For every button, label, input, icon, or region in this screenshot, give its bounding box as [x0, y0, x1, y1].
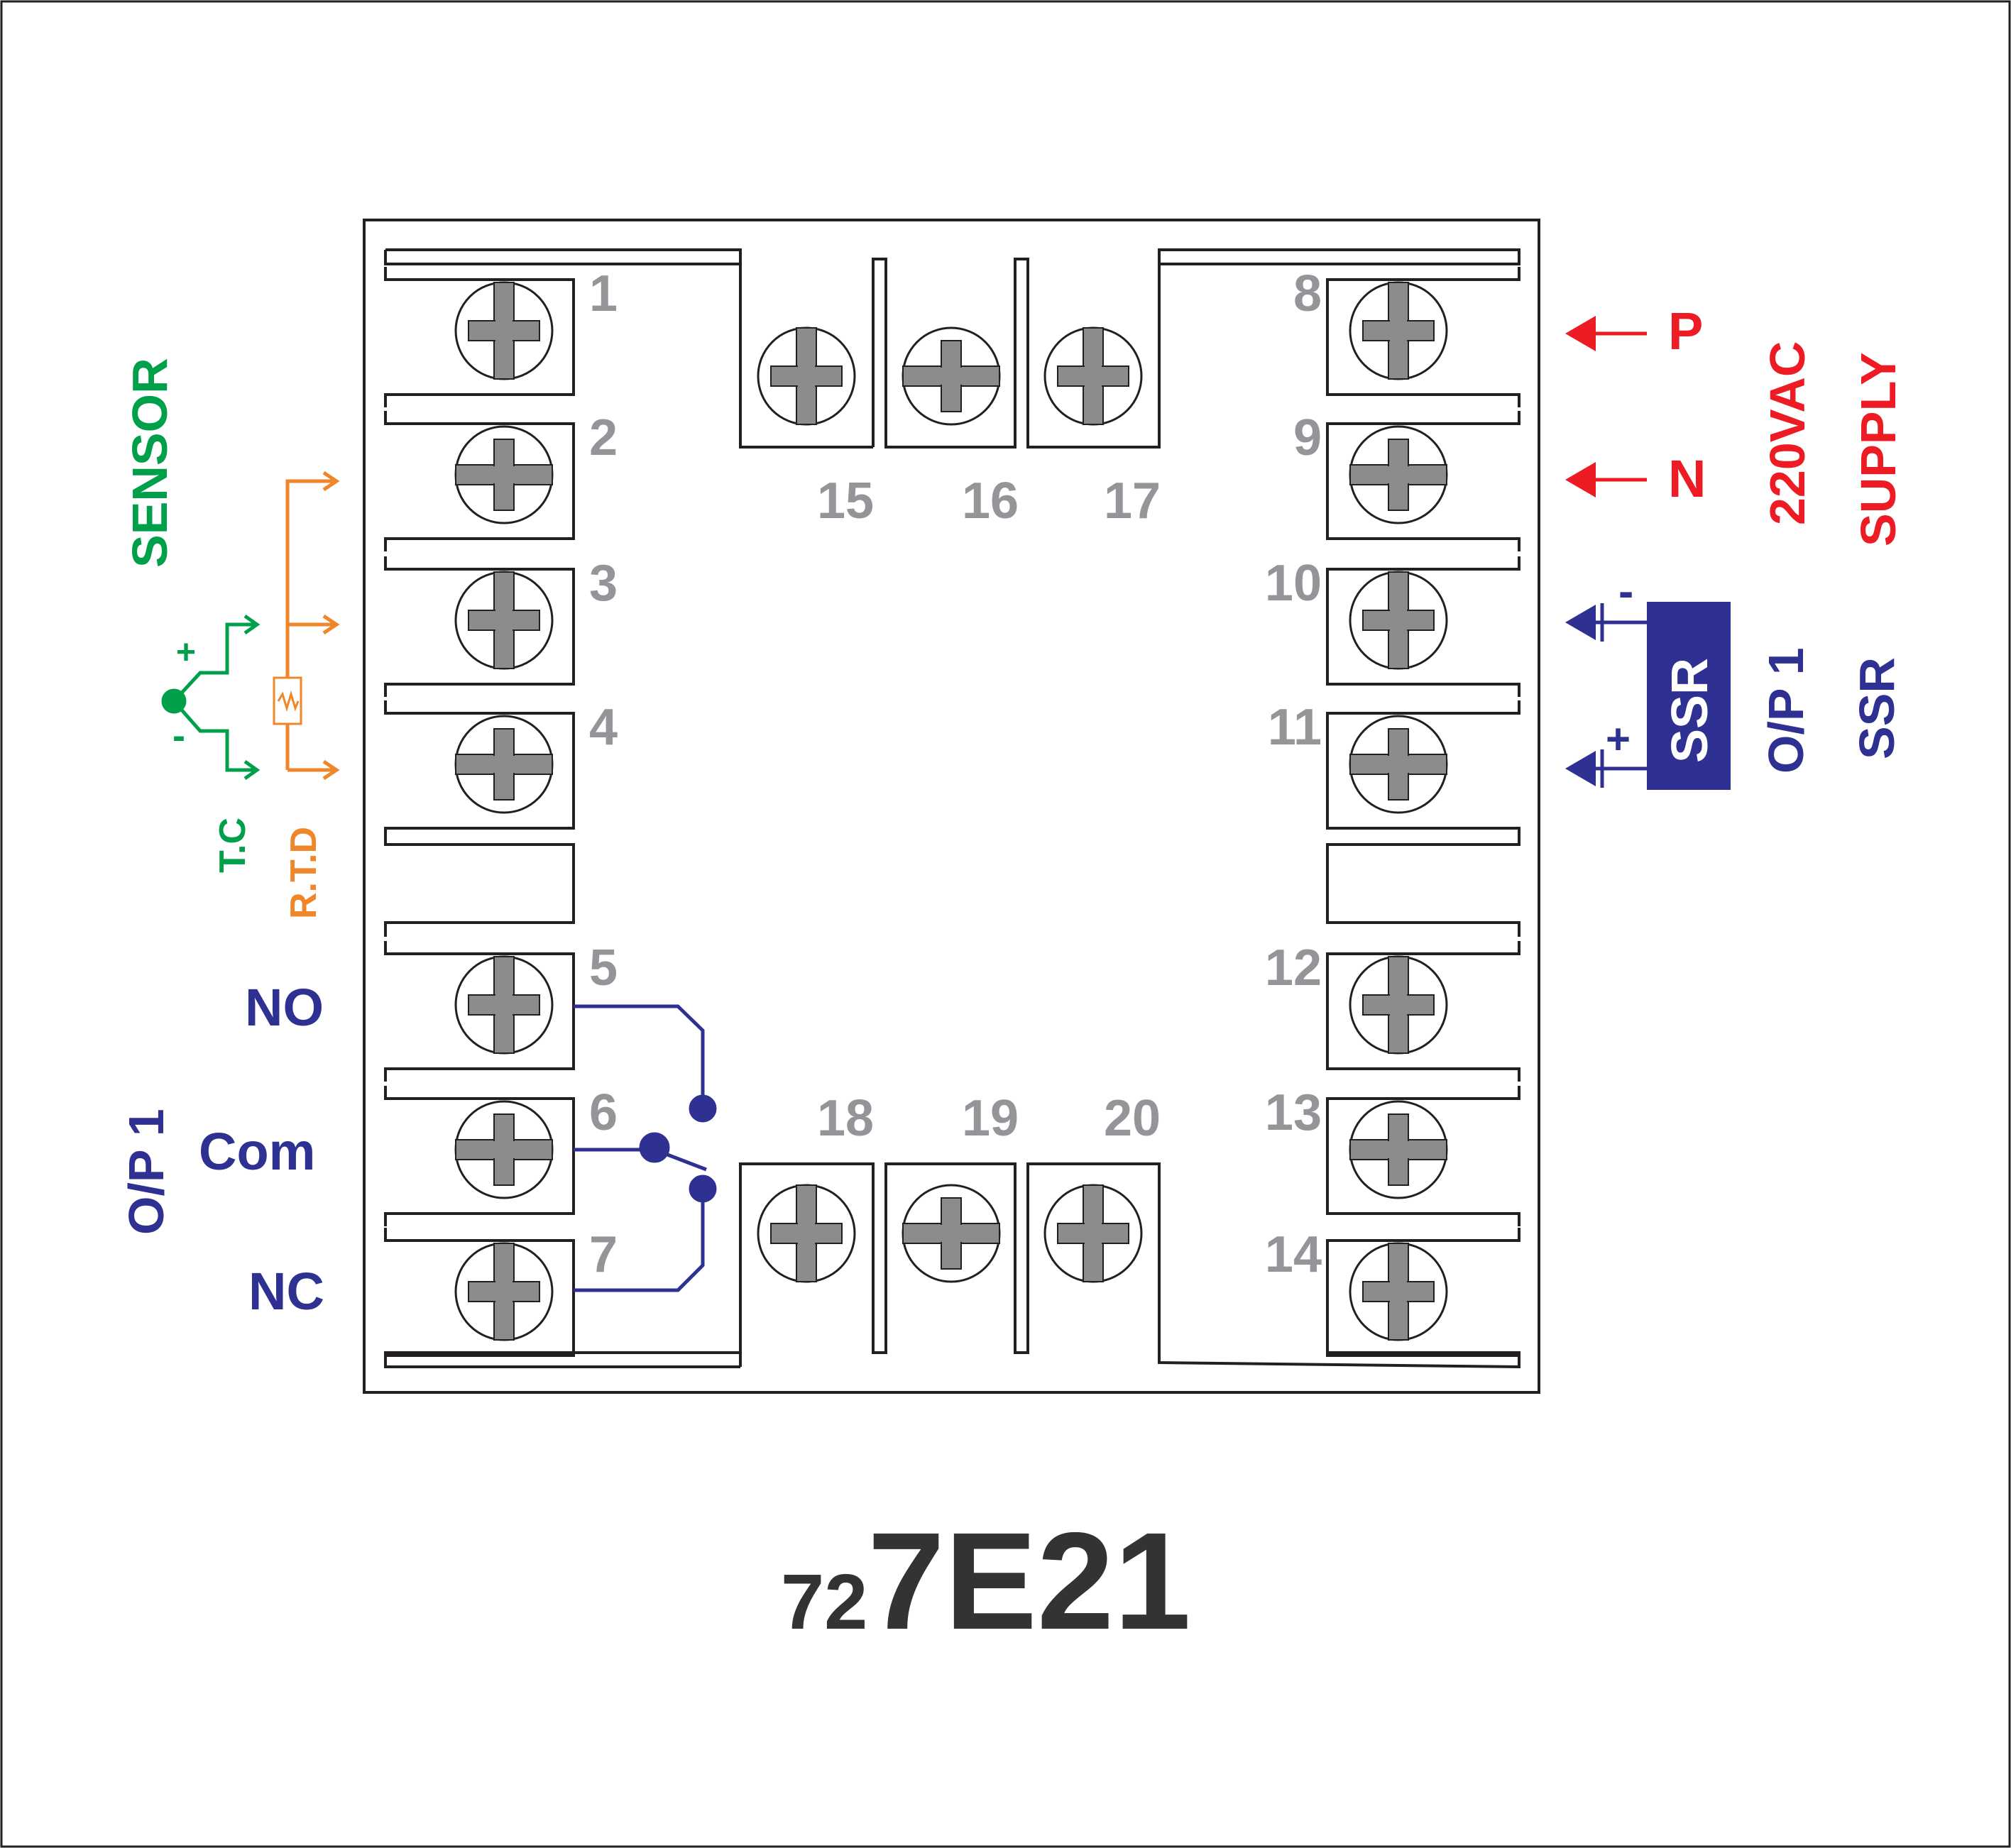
terminal-number: 16: [962, 473, 1019, 529]
terminal-number: 6: [589, 1084, 618, 1141]
terminal-8: 8: [1293, 265, 1520, 407]
terminal-number: 2: [589, 409, 618, 466]
terminal-1: 1: [384, 265, 618, 407]
supply-title: SUPPLY: [1851, 352, 1906, 546]
terminal-9: 9: [1293, 409, 1520, 551]
model-main: 7E21: [867, 1504, 1190, 1659]
terminal-2: 2: [384, 409, 618, 551]
terminal-number: 7: [589, 1226, 618, 1283]
terminal-number: 17: [1104, 473, 1161, 529]
ssr-minus-sign: -: [1618, 566, 1633, 617]
terminal-number: 3: [589, 555, 618, 612]
ssr-plus-sign: +: [1606, 715, 1631, 763]
terminal-number: 18: [817, 1090, 874, 1147]
supply-arrows: [1565, 316, 1647, 497]
ssr-output-subtitle: SSR: [1849, 657, 1905, 759]
terminal-number: 13: [1265, 1084, 1322, 1141]
terminal-11: 11: [1268, 699, 1520, 841]
terminal-5: 5: [384, 940, 618, 1082]
terminal-20: 20: [1043, 1090, 1161, 1283]
model-prefix: 72: [781, 1558, 867, 1646]
terminal-10: 10: [1265, 555, 1520, 697]
terminal-number: 12: [1265, 940, 1322, 996]
model-name: 727E21: [781, 1504, 1191, 1659]
relay-contact-symbol: [574, 1004, 717, 1292]
terminal-3: 3: [384, 555, 618, 697]
terminal-19: 19: [902, 1090, 1019, 1283]
terminal-number: 4: [589, 699, 618, 756]
terminal-number: 9: [1293, 409, 1322, 466]
sensor-title: SENSOR: [122, 358, 177, 568]
relay-nc-label: NC: [248, 1262, 324, 1321]
terminal-number: 19: [962, 1090, 1019, 1147]
terminal-12: 12: [1265, 940, 1520, 1082]
terminal-number: 11: [1268, 699, 1322, 756]
terminal-number: 14: [1265, 1226, 1322, 1283]
relay-com-label: Com: [199, 1122, 315, 1181]
inner-brackets: [384, 248, 1520, 1369]
thermocouple-symbol: [161, 614, 261, 781]
terminal-17: 17: [1043, 326, 1161, 529]
terminal-4: 4: [384, 699, 618, 841]
terminal-number: 1: [589, 265, 618, 322]
terminal-number: 15: [817, 473, 874, 529]
tc-minus-sign: -: [172, 715, 185, 757]
terminal-number: 8: [1293, 265, 1322, 322]
terminal-7: 7: [384, 1226, 618, 1368]
terminal-14: 14: [1265, 1226, 1520, 1368]
ssr-box-label: SSR: [1662, 658, 1719, 763]
supply-p-label: P: [1668, 302, 1703, 361]
terminal-18: 18: [757, 1090, 874, 1283]
terminal-number: 10: [1265, 555, 1322, 612]
supply-voltage-label: 220VAC: [1760, 341, 1815, 525]
ssr-box: [1647, 602, 1731, 790]
ssr-arrows: [1565, 603, 1647, 788]
ssr-output-title: O/P 1: [1758, 647, 1814, 774]
relay-no-label: NO: [245, 978, 324, 1037]
rtd-symbol: [273, 471, 340, 781]
terminal-number: 20: [1104, 1090, 1161, 1147]
terminal-6: 6: [384, 1084, 618, 1226]
terminal-15: 15: [757, 326, 874, 529]
terminal-number: 5: [589, 940, 618, 996]
supply-n-label: N: [1668, 449, 1706, 508]
terminal-13: 13: [1265, 1084, 1520, 1226]
terminal-16: 16: [902, 326, 1019, 529]
rtd-label: R.T.D: [283, 827, 324, 919]
tc-label: T.C: [212, 818, 253, 873]
relay-output-title: O/P 1: [119, 1109, 174, 1235]
tc-plus-sign: +: [176, 634, 196, 671]
